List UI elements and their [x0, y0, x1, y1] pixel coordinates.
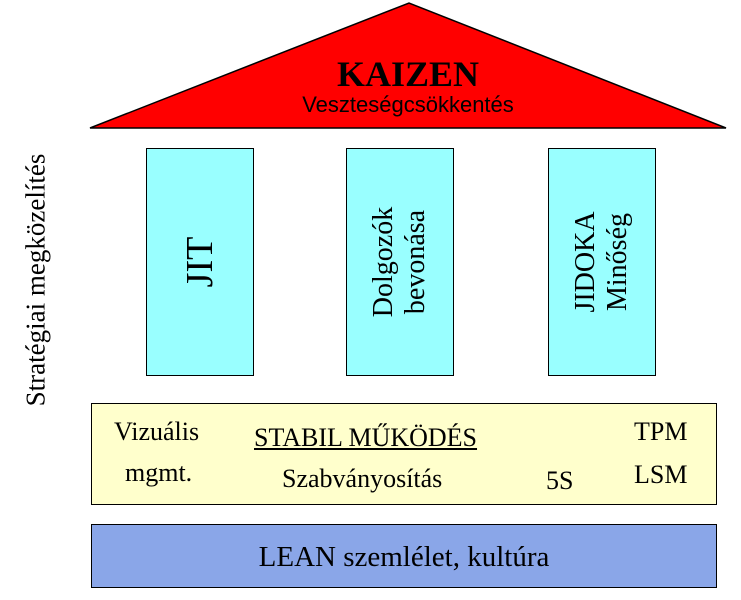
foundation-label: LEAN szemlélet, kultúra	[258, 541, 550, 573]
pillar-employee-involvement: Dolgozók bevonása	[346, 148, 454, 376]
standardization-label: Szabványosítás	[282, 464, 443, 493]
5s-label: 5S	[546, 466, 574, 495]
stable-operation-block: Vizuális mgmt. STABIL MŰKÖDÉS Szabványos…	[91, 403, 717, 505]
pillar-line: bevonása	[400, 209, 431, 315]
lsm-label: LSM	[634, 460, 688, 489]
pillar-jit: JIT	[146, 148, 254, 376]
pillar-jidoka: JIDOKA Minőség	[548, 148, 656, 376]
pillar-jit-label: JIT	[179, 236, 221, 288]
visual-mgmt-line1: Vizuális	[114, 417, 200, 446]
pillar-line: JIDOKA	[570, 211, 601, 313]
visual-mgmt-line2: mgmt.	[125, 458, 193, 487]
pillar-jidoka-label: JIDOKA Minőség	[570, 211, 634, 312]
stable-heading: STABIL MŰKÖDÉS	[254, 423, 478, 452]
pillar-line: Dolgozók	[368, 206, 399, 318]
side-label-strategic-approach: Stratégiai megközelítés	[20, 153, 51, 407]
pillar-line: Minőség	[602, 213, 633, 312]
pillar-employee-involvement-label: Dolgozók bevonása	[368, 207, 432, 317]
tpm-label: TPM	[634, 417, 688, 446]
roof	[89, 2, 727, 129]
foundation-block: LEAN szemlélet, kultúra	[91, 524, 717, 588]
roof-triangle	[89, 2, 727, 129]
roof-subtitle: Veszteségcsökkentés	[302, 92, 514, 117]
roof-title: KAIZEN	[336, 54, 480, 94]
